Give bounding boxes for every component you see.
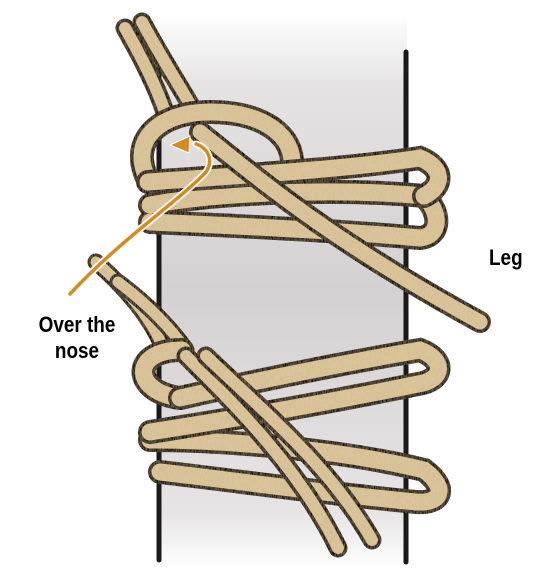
over-the-nose-text: Over the nose (39, 312, 116, 363)
over-the-nose-label: Over the nose (21, 312, 133, 364)
leg-label: Leg (489, 245, 523, 271)
